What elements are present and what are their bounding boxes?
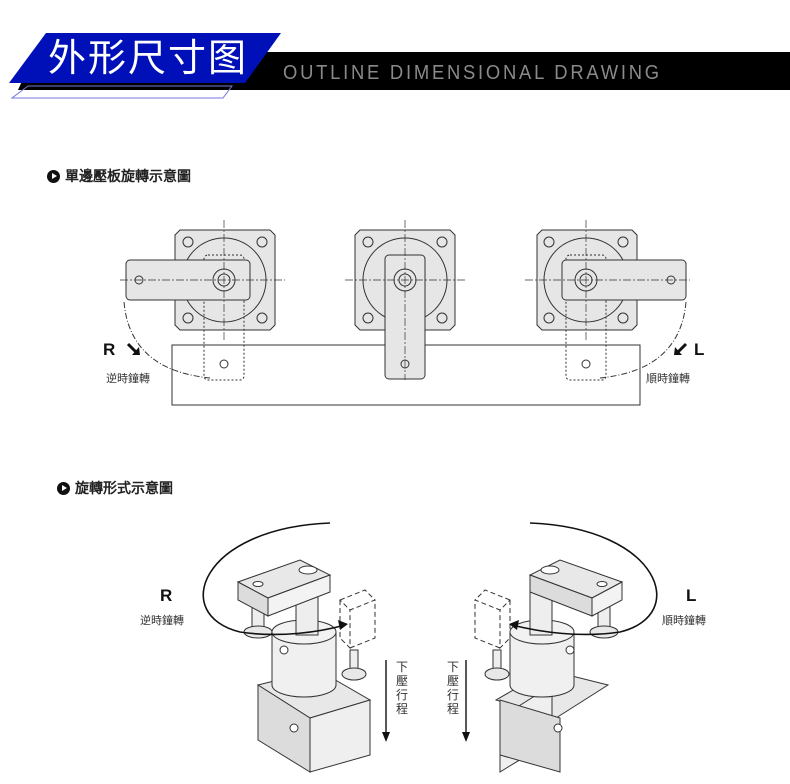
cw-label: 順時鐘轉 <box>646 372 690 385</box>
ccw-label: 逆時鐘轉 <box>106 372 150 385</box>
rotation-type-diagram <box>202 522 658 773</box>
cw-label: 順時鐘轉 <box>662 614 706 627</box>
section-heading-text: 單邊壓板旋轉示意圖 <box>65 169 191 185</box>
header-banner <box>9 33 790 99</box>
rotate-cw-arrow-icon <box>676 342 688 354</box>
clamp-unit-center <box>345 220 465 380</box>
clamp-unit-right <box>525 220 690 381</box>
header-blue-shape <box>9 33 281 83</box>
clamp-unit-left <box>120 220 285 381</box>
single-clamp-rotation-diagram <box>120 220 690 406</box>
direction-letter-r: R <box>160 586 173 605</box>
section-heading-single-clamp: 單邊壓板旋轉示意圖 <box>47 166 191 186</box>
stroke-label-right: 下壓行程 <box>446 660 459 716</box>
section-heading-text: 旋轉形式示意圖 <box>75 481 173 497</box>
header-outline-shape <box>10 85 233 99</box>
direction-letter-l: L <box>686 586 697 605</box>
section-heading-rotation-type: 旋轉形式示意圖 <box>57 478 173 498</box>
direction-letter-r: R <box>103 340 116 359</box>
play-bullet-icon <box>57 481 70 495</box>
play-bullet-icon <box>47 169 60 183</box>
page-subtitle: OUTLINE DIMENSIONAL DRAWING <box>283 62 662 84</box>
stroke-label-left: 下壓行程 <box>395 660 408 716</box>
ccw-label: 逆時鐘轉 <box>140 614 184 627</box>
direction-letter-l: L <box>694 340 705 359</box>
clamp-iso-right <box>462 522 658 773</box>
clamp-iso-left <box>202 522 390 773</box>
rotate-ccw-arrow-icon <box>126 342 138 354</box>
page-title: 外形尺寸图 <box>48 36 249 80</box>
